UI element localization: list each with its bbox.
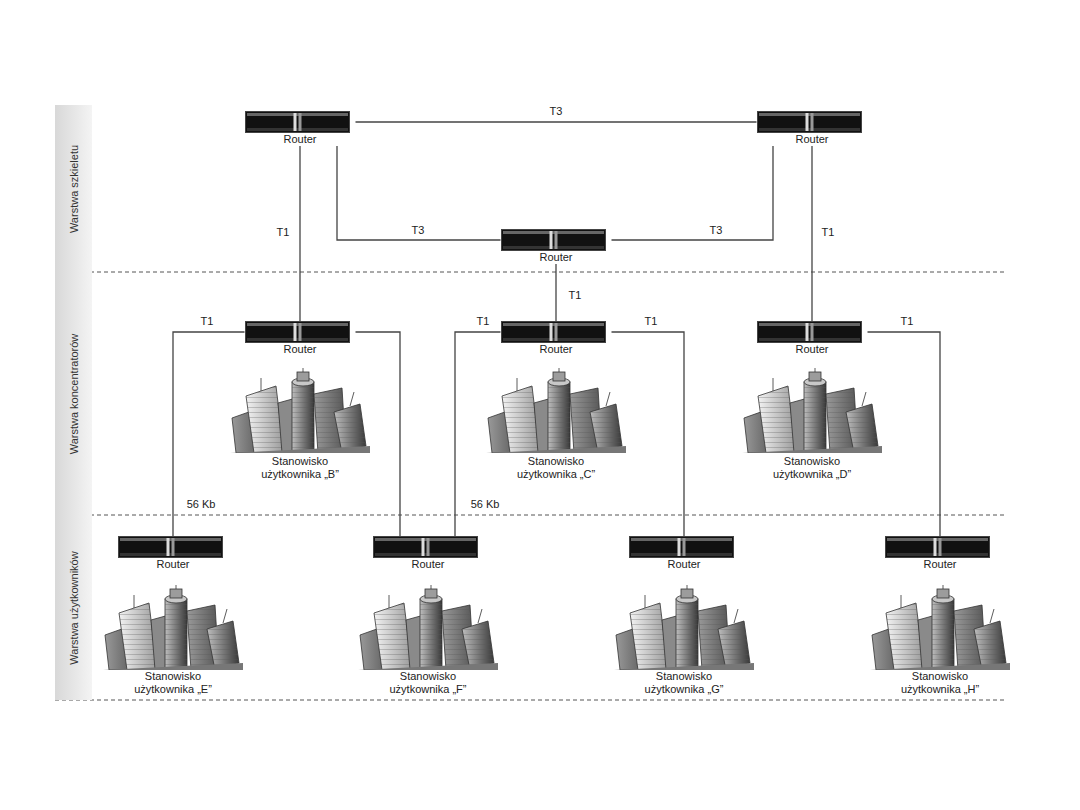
link-type-label: T1 bbox=[475, 315, 492, 328]
router-node: Router bbox=[245, 321, 356, 356]
buildings bbox=[103, 368, 1010, 670]
router-node: Router bbox=[757, 111, 868, 146]
router-icon bbox=[501, 229, 606, 251]
router-label: Router bbox=[757, 343, 868, 356]
site-label: Stanowisko użytkownika „C” bbox=[500, 455, 612, 481]
link-type-label: T1 bbox=[567, 289, 584, 302]
router-node: Router bbox=[629, 536, 740, 571]
link-type-label: T3 bbox=[410, 224, 427, 237]
router-node: Router bbox=[373, 536, 484, 571]
building-icon bbox=[103, 585, 243, 670]
link-type-label: T3 bbox=[708, 224, 725, 237]
network-link bbox=[811, 146, 812, 321]
router-node: Router bbox=[501, 321, 612, 356]
network-link bbox=[337, 146, 501, 240]
router-label: Router bbox=[245, 133, 356, 146]
network-link bbox=[868, 332, 941, 536]
building-icon bbox=[358, 585, 498, 670]
router-icon bbox=[629, 536, 734, 558]
router-node: Router bbox=[118, 536, 229, 571]
router-icon bbox=[373, 536, 478, 558]
router-label: Router bbox=[373, 558, 484, 571]
layer-band: Warstwa koncentratorów bbox=[55, 272, 92, 515]
router-label: Router bbox=[501, 251, 612, 264]
router-label: Router bbox=[245, 343, 356, 356]
link-type-label: T1 bbox=[275, 226, 292, 239]
router-icon bbox=[757, 111, 862, 133]
router-icon bbox=[245, 321, 350, 343]
router-icon bbox=[757, 321, 862, 343]
layer-band: Warstwa szkieletu bbox=[55, 105, 92, 272]
site-label: Stanowisko użytkownika „F” bbox=[372, 670, 484, 696]
link-type-label: T1 bbox=[820, 226, 837, 239]
dashed-divider bbox=[55, 272, 1005, 273]
router-label: Router bbox=[629, 558, 740, 571]
speed-label: 56 Kb bbox=[187, 498, 216, 511]
dashed-divider bbox=[55, 515, 1005, 516]
building-icon bbox=[870, 585, 1010, 670]
building-icon bbox=[614, 585, 754, 670]
router-node: Router bbox=[757, 321, 868, 356]
link-type-label: T1 bbox=[199, 315, 216, 328]
link-type-label: T1 bbox=[643, 315, 660, 328]
network-link bbox=[356, 121, 757, 122]
link-type-label: T1 bbox=[899, 315, 916, 328]
network-link bbox=[455, 332, 501, 536]
router-label: Router bbox=[885, 558, 996, 571]
router-icon bbox=[501, 321, 606, 343]
link-type-label: T3 bbox=[548, 105, 565, 118]
router-icon bbox=[118, 536, 223, 558]
layer-name: Warstwa szkieletu bbox=[68, 144, 80, 232]
building-icon bbox=[486, 368, 626, 453]
site-label: Stanowisko użytkownika „D” bbox=[756, 455, 868, 481]
site-label: Stanowisko użytkownika „E” bbox=[117, 670, 229, 696]
building-icon bbox=[742, 368, 882, 453]
network-link bbox=[555, 264, 556, 321]
site-label: Stanowisko użytkownika „G” bbox=[628, 670, 740, 696]
speed-label: 56 Kb bbox=[471, 498, 500, 511]
router-node: Router bbox=[245, 111, 356, 146]
network-link bbox=[612, 146, 774, 240]
dashed-divider bbox=[55, 700, 1005, 701]
router-icon bbox=[245, 111, 350, 133]
router-label: Router bbox=[757, 133, 868, 146]
router-node: Router bbox=[885, 536, 996, 571]
building-icon bbox=[230, 368, 370, 453]
network-link bbox=[299, 146, 300, 321]
network-link bbox=[356, 332, 401, 536]
router-icon bbox=[885, 536, 990, 558]
network-link bbox=[173, 332, 245, 536]
network-link bbox=[612, 332, 685, 536]
router-label: Router bbox=[118, 558, 229, 571]
router-label: Router bbox=[501, 343, 612, 356]
site-label: Stanowisko użytkownika „B” bbox=[244, 455, 356, 481]
layer-dividers bbox=[55, 272, 1005, 700]
router-node: Router bbox=[501, 229, 612, 264]
layer-name: Warstwa koncentratorów bbox=[68, 333, 80, 454]
site-label: Stanowisko użytkownika „H” bbox=[884, 670, 996, 696]
layer-name: Warstwa użytkowników bbox=[68, 551, 80, 664]
layer-band: Warstwa użytkowników bbox=[55, 515, 92, 700]
